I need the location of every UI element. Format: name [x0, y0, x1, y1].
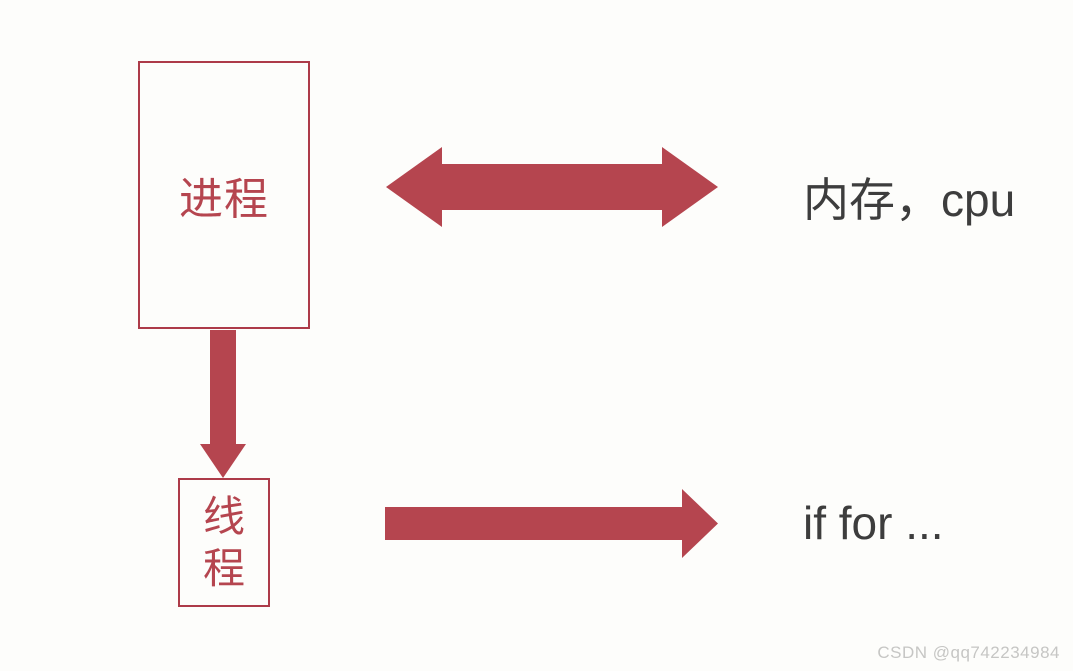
process-box-label: 进程 — [179, 175, 269, 224]
thread-code-right-arrow-icon — [385, 489, 718, 558]
if-for-label: if for ... — [803, 497, 944, 549]
process-box: 进程 — [138, 61, 310, 329]
process-memory-double-arrow-icon — [386, 147, 718, 227]
thread-box-label: 线程 — [202, 493, 245, 592]
csdn-watermark: CSDN @qq742234984 — [877, 643, 1060, 662]
process-thread-down-arrow-icon — [200, 330, 246, 478]
thread-box: 线程 — [178, 478, 270, 607]
memory-cpu-label: 内存，cpu — [803, 174, 1016, 226]
